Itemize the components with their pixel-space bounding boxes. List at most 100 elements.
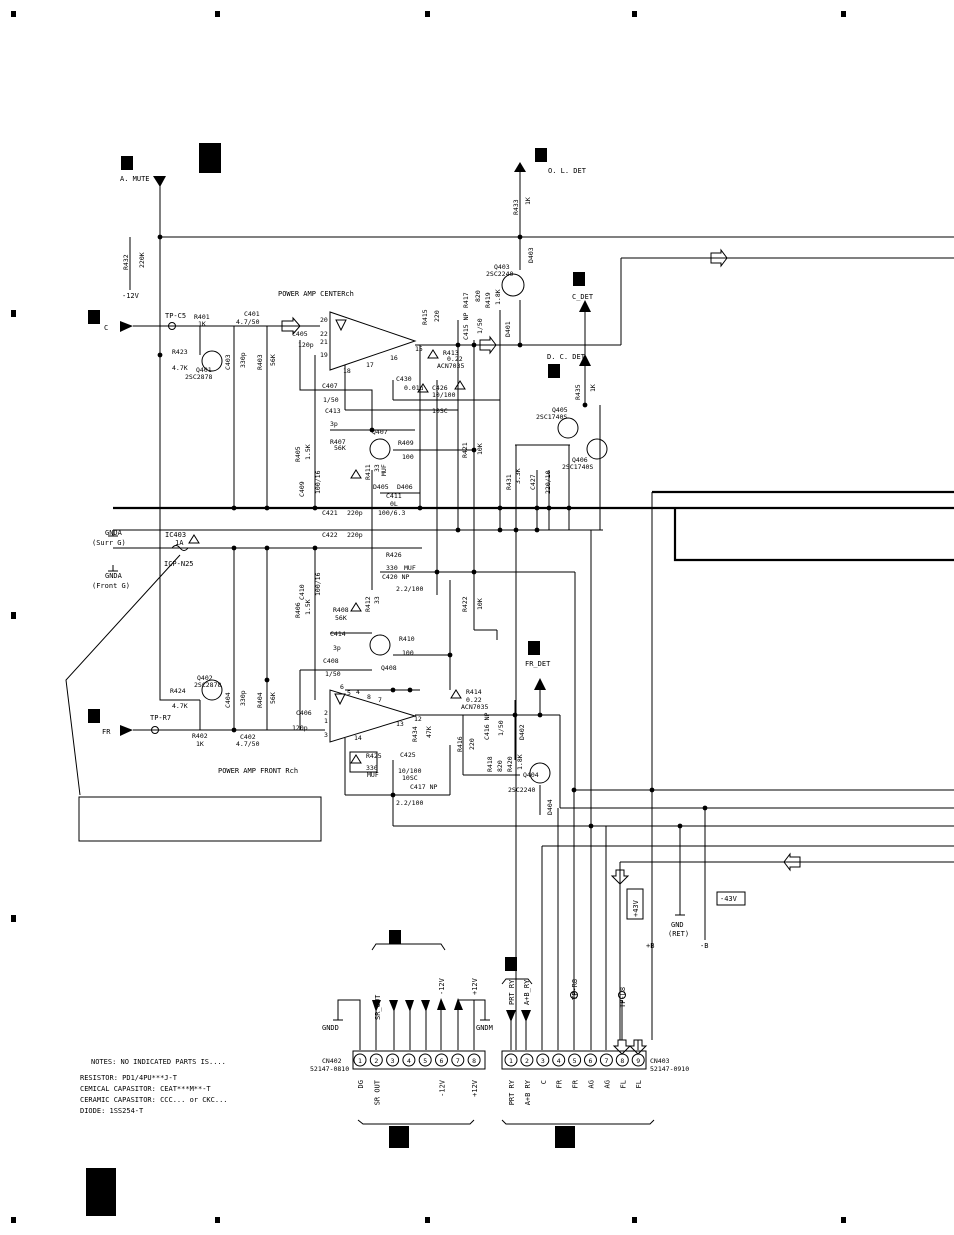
minus43v-box — [716, 891, 746, 906]
r407-value: 56K — [334, 444, 346, 452]
cn403-pin-1 — [504, 1053, 518, 1067]
cn403-pin-label: AG — [603, 1080, 611, 1088]
cn403-pin-number: 5 — [573, 1057, 577, 1065]
icp-n25-label: ICP-N25 — [164, 560, 194, 568]
q406-label: Q406 — [572, 456, 588, 464]
r401-label: R401 — [194, 313, 210, 321]
r403-label: R403 — [256, 354, 264, 370]
acn7035-lower: ACN7035 — [461, 703, 488, 711]
pin-19: 19 — [320, 351, 328, 359]
pin-3: 3 — [324, 731, 328, 739]
c403-label: C403 — [224, 354, 232, 370]
r402-label: R402 — [192, 732, 208, 740]
r413-value: 0.22 — [447, 355, 463, 363]
fr-input-label: FR — [102, 728, 111, 736]
r405-value: 1.5K — [304, 444, 312, 460]
c414-label: C414 — [330, 630, 346, 638]
r406-value: 1.5K — [304, 599, 312, 615]
notes-line-diode: DIODE: 1SS254-T — [80, 1107, 144, 1115]
r434-label: R434 — [411, 726, 419, 742]
cn402-pin-6 — [435, 1053, 448, 1067]
gndm-label: GNDM — [476, 1024, 493, 1032]
cn403-top-tp-r8: TP-R8 — [571, 979, 579, 1000]
plus43v-box — [626, 888, 644, 920]
gnda-surr-label: GNDA — [105, 529, 123, 537]
cn402-pin-5 — [418, 1053, 432, 1067]
notes-line-ceramic: CERAMIC CAPASITOR: CCC... or CKC... — [80, 1096, 228, 1104]
warning-triangles — [188, 349, 466, 764]
cn402-pin-number: 2 — [374, 1057, 378, 1065]
r421-label: R421 — [461, 442, 469, 458]
cn403-pin-number: 9 — [636, 1057, 640, 1065]
c422-label: C422 — [322, 531, 338, 539]
r407-label: R407 — [330, 438, 346, 446]
r420-value: 1.8K — [516, 754, 524, 770]
tp-r7-label: TP-R7 — [150, 714, 171, 722]
r408-value: 56K — [335, 614, 347, 622]
notes-block: NOTES: NO INDICATED PARTS IS.... RESISTO… — [80, 1058, 228, 1115]
cn402-pin-2 — [369, 1053, 383, 1067]
ic403-label: IC403 — [165, 531, 186, 539]
cn403-pin-number: 8 — [620, 1057, 624, 1065]
pin-8: 8 — [367, 693, 371, 701]
ic403-rating: 1A — [175, 539, 184, 547]
cn403-housing — [501, 1050, 647, 1070]
c407-value: 1/50 — [323, 396, 339, 404]
minus43v-label: -43V — [720, 895, 738, 903]
c425-type: 10SC — [402, 774, 418, 782]
r425-box — [349, 751, 378, 773]
c402-label: C402 — [240, 733, 256, 741]
gnda-front-label: GNDA — [105, 572, 123, 580]
r433-value: 1K — [524, 197, 532, 205]
cn403-pin-label: FR — [572, 1079, 580, 1088]
r402-value: 1K — [196, 740, 204, 748]
amp-front-label: POWER AMP FRONT Rch — [218, 767, 298, 775]
c420-value: 2.2/100 — [396, 585, 423, 593]
c406-value: 120p — [292, 724, 308, 732]
c407-label: C407 — [322, 382, 338, 390]
r433-label: R433 — [512, 199, 520, 215]
r404-label: R404 — [256, 692, 264, 708]
opamp-front — [329, 689, 417, 743]
amp-center-label: POWER AMP CENTERch — [278, 290, 354, 298]
gndd-label: GNDD — [322, 1024, 339, 1032]
notes-line-chemical: CEMICAL CAPASITOR: CEAT***M**-T — [80, 1085, 211, 1093]
cn402-pin-8 — [467, 1053, 481, 1067]
r426-label: R426 — [386, 551, 402, 559]
q406-type: 2SC1740S — [562, 463, 593, 471]
r424-label: R424 — [170, 687, 186, 695]
wiring — [65, 165, 954, 1125]
cn403-pin-2 — [520, 1053, 534, 1067]
c420-label: C420 NP — [382, 573, 409, 581]
cn402-housing — [352, 1050, 486, 1070]
c411-value: 0L — [390, 500, 398, 508]
c405-label: C405 — [292, 330, 308, 338]
plus43v-label: +43V — [632, 899, 640, 917]
c409-label: C409 — [298, 481, 306, 497]
cn402-top-plus12v: +12V — [471, 977, 479, 995]
c401-label: C401 — [244, 310, 260, 318]
cn402-pin-3 — [386, 1053, 400, 1067]
front-g-label: (Front G) — [92, 582, 130, 590]
d405-label: D405 — [373, 483, 389, 491]
r423-value: 4.7K — [172, 364, 188, 372]
c-det-label: C_DET — [572, 293, 594, 301]
cn403-top-ab-ry: A+B_RY — [523, 979, 531, 1005]
r412-label: R412 — [364, 596, 372, 612]
cn402-name: CN402 — [322, 1057, 342, 1065]
muf-r411: MUF — [380, 464, 388, 476]
cn402-pin-number: 8 — [472, 1057, 476, 1065]
c416-label: C416 NP — [483, 713, 491, 740]
cn403-pin-number: 3 — [541, 1057, 545, 1065]
cn403-pin-3 — [536, 1053, 550, 1067]
q403-type: 2SC2240 — [486, 270, 513, 278]
c426-type: 10SC — [432, 407, 448, 415]
cn402-pin-number: 1 — [358, 1057, 362, 1065]
d403-label: D403 — [527, 247, 535, 263]
r431-value: 3.3K — [514, 468, 522, 484]
cn402-pin-number: 7 — [456, 1057, 460, 1065]
